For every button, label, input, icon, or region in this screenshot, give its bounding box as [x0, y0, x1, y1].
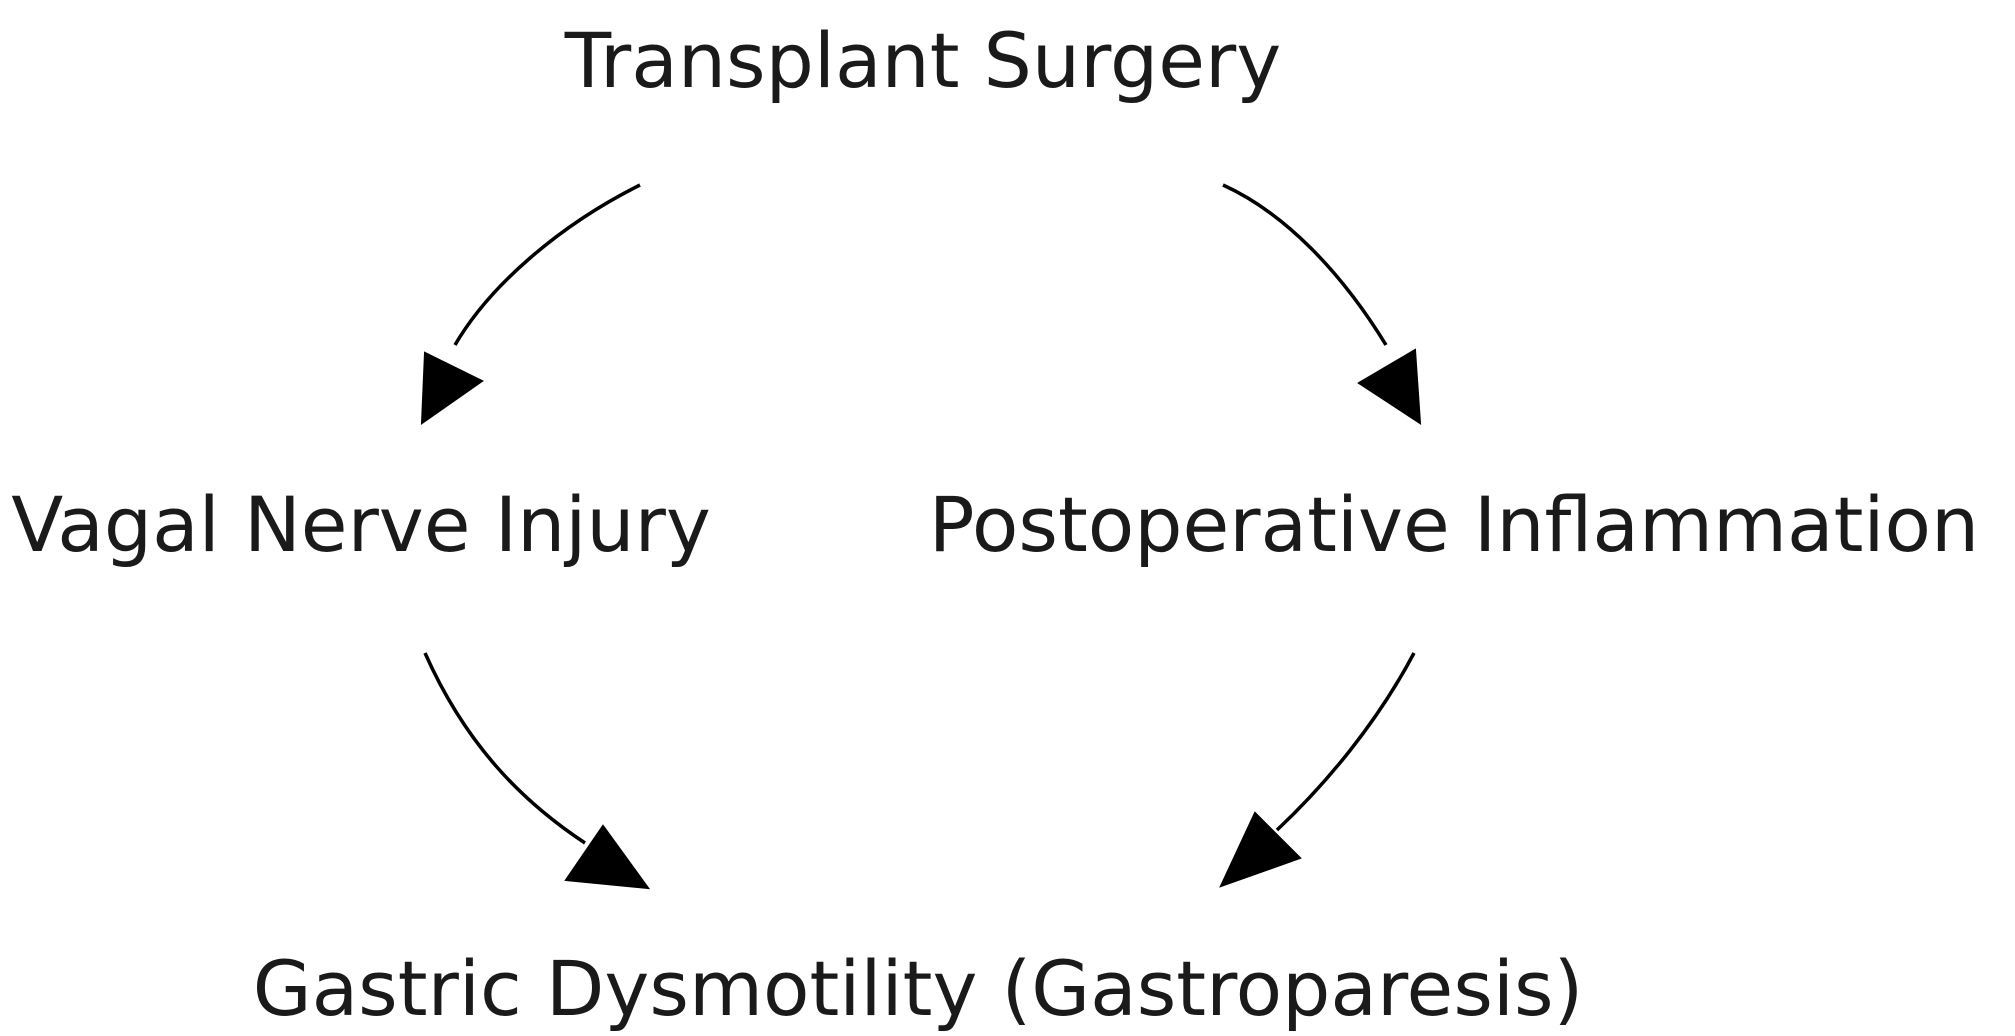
node-transplant-surgery: Transplant Surgery	[564, 16, 1281, 105]
nodes: Transplant Surgery Vagal Nerve Injury Po…	[11, 16, 1979, 1033]
edges	[420, 183, 1422, 890]
edge-inflammation-to-dysmotility	[1219, 652, 1416, 888]
node-vagal-nerve-injury: Vagal Nerve Injury	[11, 480, 711, 569]
node-postoperative-inflammation: Postoperative Inflammation	[929, 480, 1979, 569]
node-gastric-dysmotility: Gastric Dysmotility (Gastroparesis)	[253, 944, 1584, 1033]
edge-vagal-to-dysmotility	[423, 652, 651, 890]
edge-surgery-to-inflammation	[1222, 183, 1422, 425]
edge-surgery-to-vagal	[420, 183, 641, 425]
